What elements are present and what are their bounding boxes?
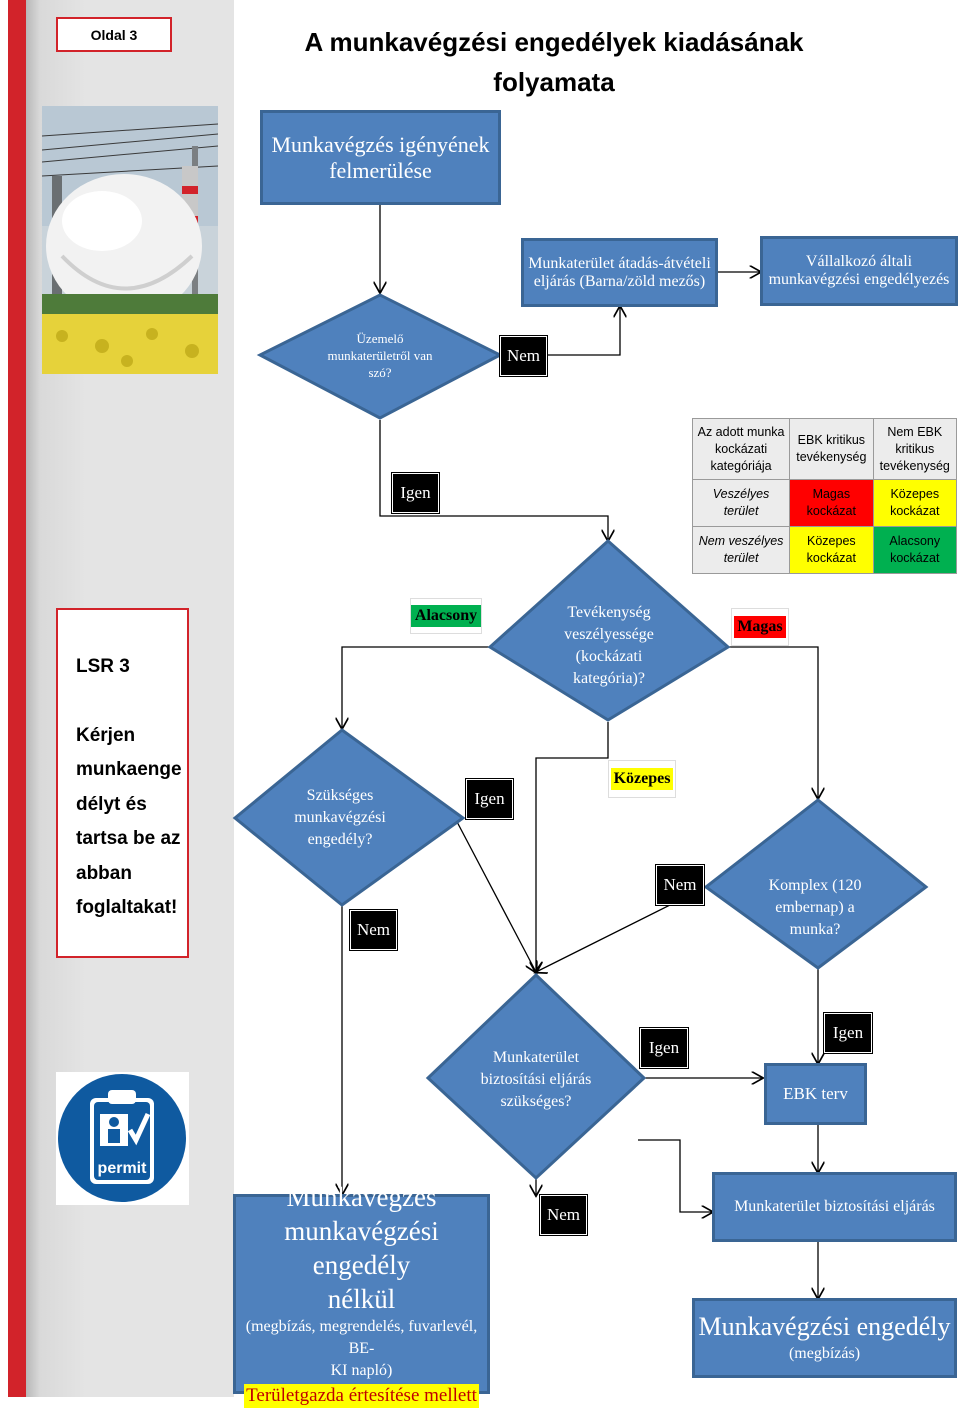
title-line-1: A munkavégzési engedélyek kiadásának bbox=[304, 27, 804, 57]
sidebar-red-stripe bbox=[8, 0, 26, 1397]
title-line-2: folyamata bbox=[493, 67, 615, 97]
nem-label: Nem bbox=[539, 1194, 588, 1236]
complex-work-decision-shape bbox=[703, 798, 929, 970]
table-row: Az adott munka kockázati kategóriája EBK… bbox=[691, 418, 958, 480]
lsr-text-line: munkaenge bbox=[76, 759, 182, 780]
risk-category-decision-shape bbox=[487, 538, 731, 722]
risk-category-table: Az adott munka kockázati kategóriája EBK… bbox=[691, 418, 958, 574]
permit-needed-decision-shape bbox=[232, 728, 466, 907]
area-safety-decision-shape bbox=[425, 972, 647, 1181]
table-row-header: Nem veszélyes terület bbox=[691, 526, 791, 574]
page-title: A munkavégzési engedélyek kiadásának fol… bbox=[240, 22, 868, 102]
permit-needed-question: Szükséges munkavégzési engedély? bbox=[294, 787, 386, 848]
table-row: Nem veszélyes terület Közepes kockázat A… bbox=[691, 526, 958, 574]
alacsony-label: Alacsony bbox=[410, 598, 482, 634]
nem-label: Nem bbox=[499, 335, 548, 377]
table-cell-low-risk: Alacsony kockázat bbox=[872, 526, 958, 574]
handover-procedure-box: Munkaterület átadás-átvételi eljárás (Ba… bbox=[521, 238, 718, 307]
lsr-text-line: délyt és bbox=[76, 793, 147, 815]
lsr-text-line: abban bbox=[76, 862, 132, 884]
table-row: Veszélyes terület Magas kockázat Közepes… bbox=[691, 479, 958, 527]
magas-label: Magas bbox=[731, 608, 789, 646]
igen-label: Igen bbox=[391, 472, 440, 514]
work-permit-box: Munkavégzési engedély (megbízás) bbox=[692, 1298, 957, 1378]
lsr-text-line: tartsa be az bbox=[76, 828, 181, 849]
work-permit-subtitle: (megbízás) bbox=[788, 1345, 861, 1362]
no-permit-line-1: Munkavégzés bbox=[286, 1182, 437, 1212]
table-row-header: Veszélyes terület bbox=[691, 479, 791, 527]
page-number-badge: Oldal 3 bbox=[56, 17, 172, 52]
table-cell-medium-risk: Közepes kockázat bbox=[789, 526, 874, 574]
risk-category-question: Tevékenység veszélyessége (kockázati kat… bbox=[564, 604, 654, 687]
table-cell-high-risk: Magas kockázat bbox=[789, 479, 874, 527]
work-permit-title: Munkavégzési engedély bbox=[698, 1312, 951, 1341]
work-without-permit-box: Munkavégzés munkavégzési engedély nélkül… bbox=[233, 1182, 490, 1408]
lsr-text-line: foglaltakat! bbox=[76, 897, 178, 918]
no-permit-line-2: munkavégzési engedély bbox=[284, 1216, 439, 1280]
area-owner-notice: Területgazda értesítése mellett bbox=[244, 1384, 479, 1408]
ebk-plan-box: EBK terv bbox=[764, 1063, 867, 1125]
area-safety-procedure-box: Munkaterület biztosítási eljárás bbox=[712, 1172, 957, 1242]
contractor-permit-box: Vállalkozó általi munkavégzési engedélye… bbox=[760, 236, 958, 306]
area-safety-question: Munkaterület biztosítási eljárás szükség… bbox=[480, 1049, 592, 1110]
table-header-cell: Az adott munka kockázati kategóriája bbox=[691, 418, 791, 480]
table-header-cell: Nem EBK kritikus tevékenység bbox=[872, 418, 958, 480]
complex-work-question: Komplex (120 embernap) a munka? bbox=[768, 877, 862, 938]
nem-label: Nem bbox=[349, 909, 398, 951]
lsr-rule-box: LSR 3 Kérjen munkaenge délyt és tartsa b… bbox=[56, 608, 189, 958]
gas-sphere-photo bbox=[42, 106, 218, 374]
igen-label: Igen bbox=[639, 1027, 689, 1069]
igen-label: Igen bbox=[465, 778, 514, 820]
igen-label: Igen bbox=[823, 1012, 873, 1054]
table-cell-medium-risk: Közepes kockázat bbox=[872, 479, 958, 527]
permit-icon: permit bbox=[56, 1072, 189, 1205]
permit-icon-label: permit bbox=[98, 1160, 148, 1177]
operator-area-decision-shape bbox=[256, 293, 504, 420]
no-permit-line-3: nélkül bbox=[327, 1284, 396, 1314]
no-permit-line-5: KI napló) bbox=[330, 1362, 393, 1379]
lsr-text-line: Kérjen bbox=[76, 724, 136, 746]
operator-area-question: Üzemelő munkaterületről van szó? bbox=[327, 330, 433, 380]
table-header-cell: EBK kritikus tevékenység bbox=[789, 418, 874, 480]
no-permit-line-4: (megbízás, megrendelés, fuvarlevél, BE- bbox=[245, 1318, 478, 1357]
kozepes-label: Közepes bbox=[608, 760, 676, 798]
start-box: Munkavégzés igényének felmerülése bbox=[260, 110, 501, 205]
nem-label: Nem bbox=[655, 864, 705, 906]
lsr-title: LSR 3 bbox=[76, 656, 130, 677]
